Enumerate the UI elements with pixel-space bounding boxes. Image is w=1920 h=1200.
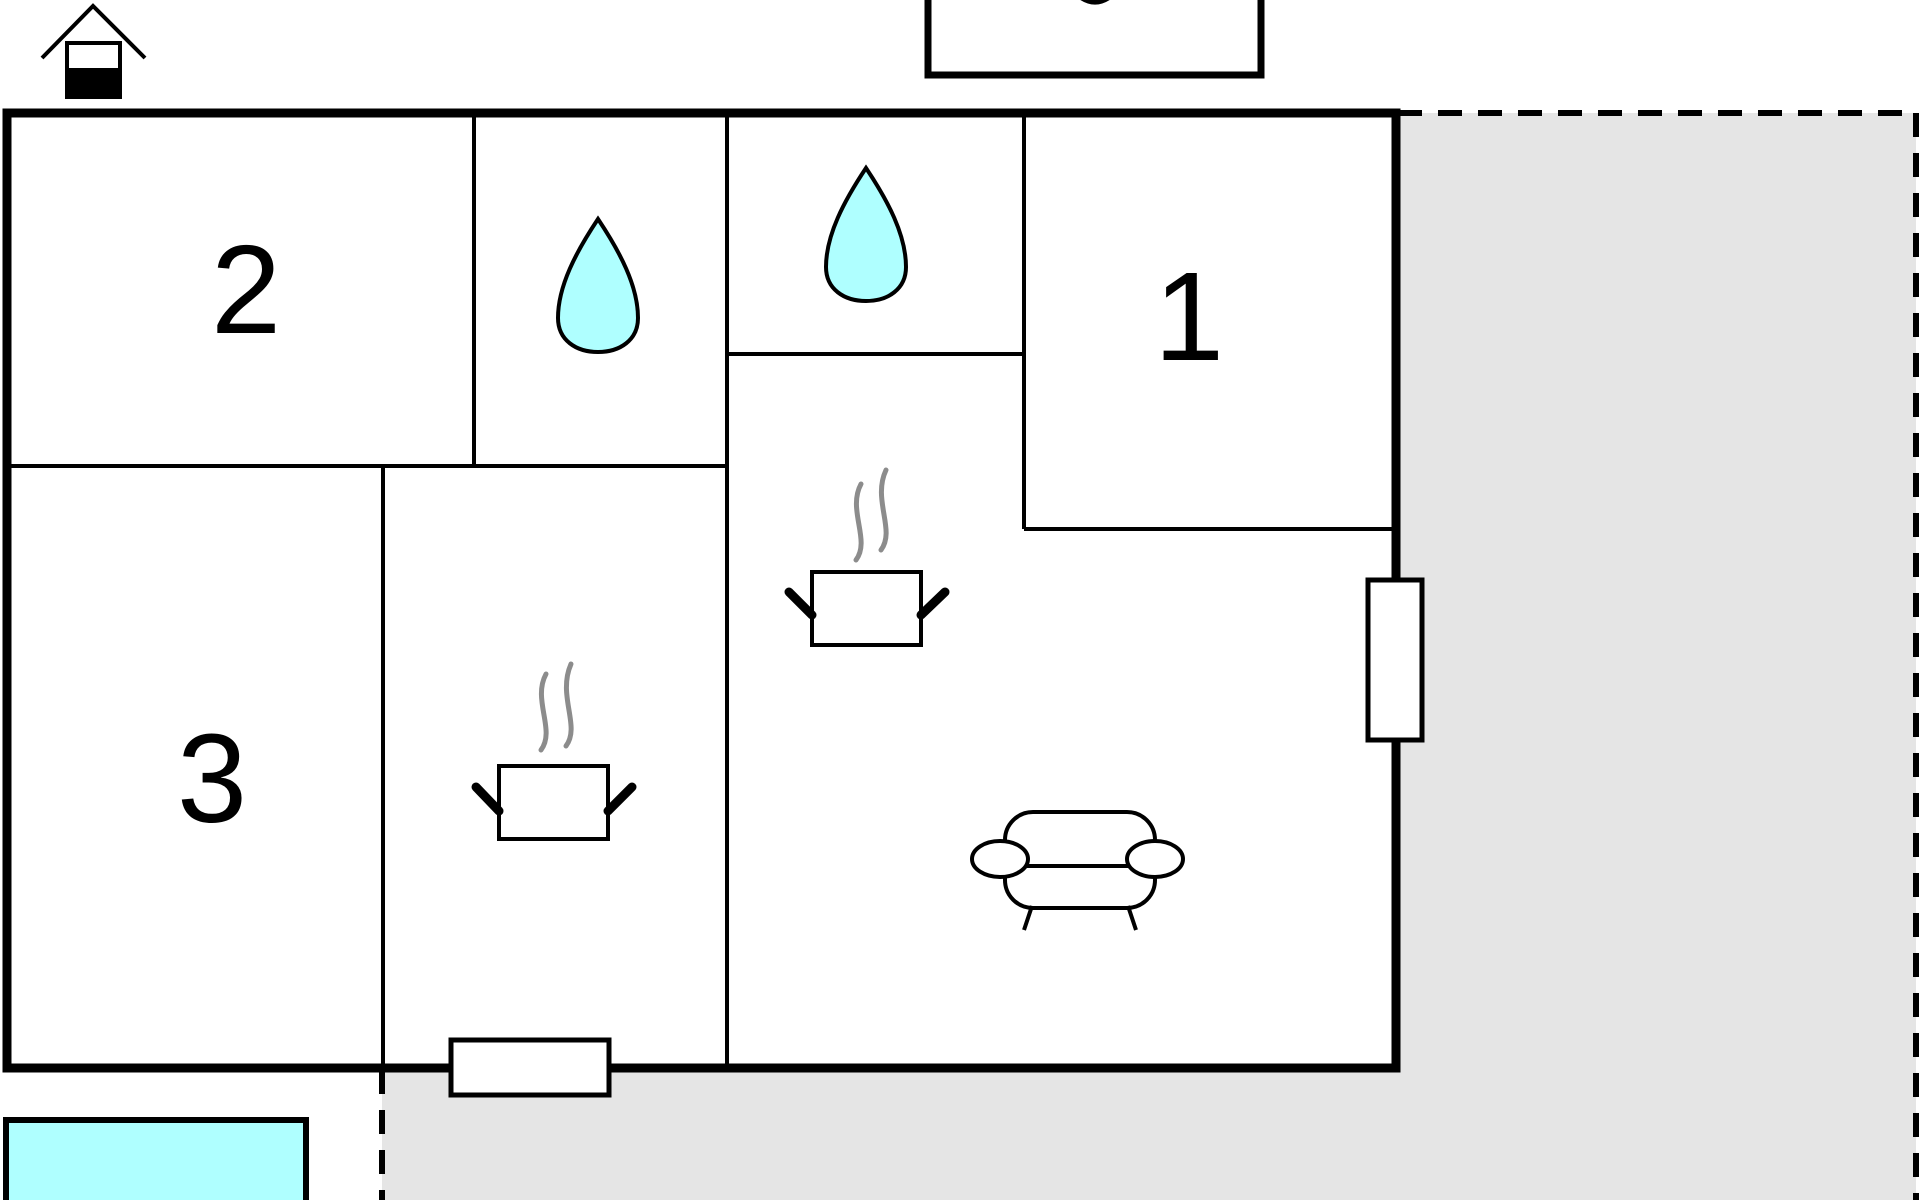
room-label-3: 3 [177,708,247,849]
pool-icon [3,1117,309,1200]
cooking-pot-icon [784,467,950,647]
cooking-pot-icon [471,661,637,841]
building [2,108,1401,1073]
window-icon [448,1037,612,1098]
entrance-house-icon [40,3,147,99]
room-label-2: 2 [211,219,281,360]
water-drop-icon [823,164,909,304]
sofa-icon [970,810,1185,931]
outbuilding [924,0,1265,79]
interior-walls [7,113,1394,1068]
terrace-area [379,110,1919,1200]
water-drop-icon [555,215,641,355]
room-label-1: 1 [1154,246,1224,387]
window-icon [1365,577,1425,743]
